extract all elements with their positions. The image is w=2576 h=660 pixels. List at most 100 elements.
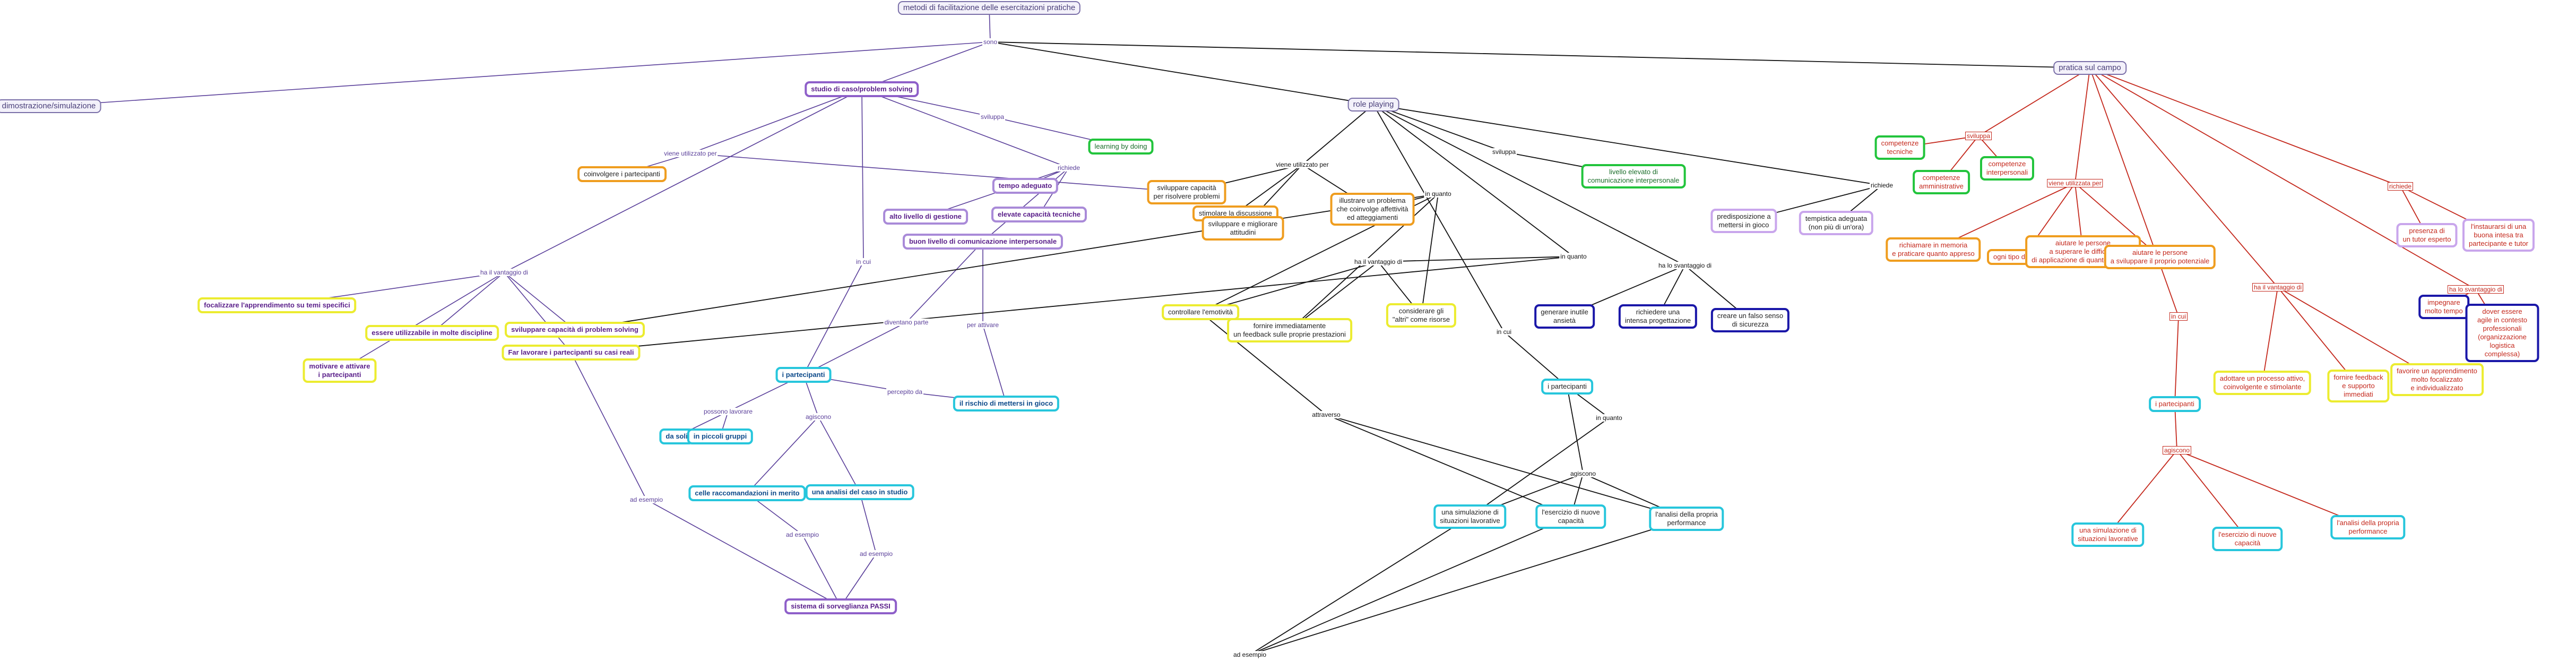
concept-illustrare-un-problema-che-coinvolge-aff[interactable]: illustrare un problema che coinvolge aff… (1330, 193, 1415, 226)
concept-competenze-tecniche[interactable]: competenze tecniche (1874, 135, 1925, 160)
concept-l-instaurarsi-di-una-buona-intesa-tra-pa[interactable]: l'instaurarsi di una buona intesa tra pa… (2462, 219, 2535, 252)
link-label-richiede: richiede (2387, 182, 2414, 191)
concept-tempo-adeguato[interactable]: tempo adeguato (992, 178, 1059, 194)
concept-fornire-immediatamente-un-feedback-sulle[interactable]: fornire immediatamente un feedback sulle… (1227, 318, 1352, 342)
link-incui1-partecipanti1 (803, 261, 864, 375)
concept-metodi-di-facilitazione-delle-esercitazi[interactable]: metodi di facilitazione delle esercitazi… (897, 1, 1081, 15)
concept-generare-inutile-ansieta[interactable]: generare inutile ansietà (1534, 304, 1595, 329)
link-label-diventano-parte: diventano parte (883, 319, 930, 326)
concept-una-analisi-del-caso-in-studio[interactable]: una analisi del caso in studio (805, 484, 914, 500)
link-diventanoparte-buonlivello (906, 241, 983, 323)
concept-sviluppare-capacita-di-problem-solving[interactable]: sviluppare capacità di problem solving (505, 322, 645, 338)
concept-aiutare-le-persone-a-sviluppare-il-propr[interactable]: aiutare le persone a sviluppare il propr… (2104, 245, 2216, 269)
link-attraverso-analisi1 (1326, 414, 1687, 519)
concept-una-simulazione-di-situazioni-lavorative[interactable]: una simulazione di situazioni lavorative (1433, 504, 1507, 529)
link-sono-simulazione (48, 41, 991, 107)
link-adesempio2-passi (802, 534, 841, 607)
concept-competenze-amministrative[interactable]: competenze amministrative (1913, 170, 1970, 194)
link-inquanto2-farlavorare (570, 256, 1574, 353)
concept-sviluppare-capacita-per-risolvere-proble[interactable]: sviluppare capacità per risolvere proble… (1147, 180, 1226, 204)
concept-predisposizione-a-mettersi-in-gioco[interactable]: predisposizione a mettersi in gioco (1710, 209, 1777, 233)
link-agiscono3-simul2 (2107, 450, 2177, 535)
concept-l-analisi-della-propria-performance[interactable]: l'analisi della propria performance (2330, 515, 2406, 539)
link-label-sviluppa: sviluppa (1491, 148, 1517, 156)
concept-creare-un-falso-senso-di-sicurezza[interactable]: creare un falso senso di sicurezza (1710, 308, 1790, 332)
concept-controllare-l-emotivita[interactable]: controllare l'emotività (1162, 304, 1239, 320)
link-studio-incui1 (861, 89, 864, 262)
concept-essere-utilizzabile-in-molte-discipline[interactable]: essere utilizzabile in molte discipline (365, 325, 499, 341)
concept-focalizzare-l-apprendimento-su-temi-spec[interactable]: focalizzare l'apprendimento su temi spec… (197, 297, 357, 313)
concept-fornire-feedback-e-supporto-immediati[interactable]: fornire feedback e supporto immediati (2327, 370, 2390, 402)
link-pratica-hailsvantaggio2 (2089, 67, 2476, 290)
link-role-sviluppa2 (1373, 104, 1505, 152)
concept-elevate-capacita-tecniche[interactable]: elevate capacità tecniche (991, 207, 1087, 222)
concept-role-playing[interactable]: role playing (1347, 98, 1399, 112)
link-studio-vieneut1 (690, 89, 862, 154)
concept-dimostrazione-simulazione[interactable]: dimostrazione/simulazione (0, 99, 101, 113)
concept-l-analisi-della-propria-performance[interactable]: l'analisi della propria performance (1649, 507, 1724, 531)
link-role-hailsvantaggio1 (1373, 104, 1685, 266)
concept-competenze-interpersonali[interactable]: competenze interpersonali (1979, 156, 2035, 181)
concept-l-esercizio-di-nuove-capacita[interactable]: l'esercizio di nuove capacità (2212, 527, 2283, 551)
concept-pratica-sul-campo[interactable]: pratica sul campo (2053, 61, 2127, 75)
link-pratica-hailvantaggio3 (2089, 67, 2278, 288)
link-farlavorare-adesempio1 (570, 352, 647, 500)
link-label-percepito-da: percepito da (886, 388, 924, 396)
link-hailvantaggio2-controllare (1200, 261, 1379, 313)
link-label-in-cui: in cui (854, 258, 872, 265)
concept-dover-essere-agile-in-contesto-professio[interactable]: dover essere agile in contesto professio… (2465, 304, 2539, 362)
concept-sistema-di-sorveglianza-passi[interactable]: sistema di sorveglianza PASSI (784, 598, 897, 614)
concept-coinvolgere-i-partecipanti[interactable]: coinvolgere i partecipanti (577, 166, 667, 182)
link-label-in-quanto: in quanto (1424, 190, 1453, 198)
concept-impegnare-molto-tempo[interactable]: impegnare molto tempo (2418, 295, 2469, 319)
link-inquanto1-considerare (1421, 193, 1439, 316)
link-role-vieneut2 (1302, 104, 1374, 165)
link-label-agiscono: agiscono (2162, 446, 2192, 455)
link-label-possono-lavorare: possono lavorare (702, 408, 754, 415)
concept-far-lavorare-i-partecipanti-su-casi-real[interactable]: Far lavorare i partecipanti su casi real… (502, 345, 641, 361)
link-role-richiede2 (1373, 104, 1882, 186)
concept-favorire-un-apprendimento-molto-focalizz[interactable]: favorire un apprendimento molto focalizz… (2390, 363, 2484, 396)
concept-buon-livello-di-comunicazione-interperso[interactable]: buon livello di comunicazione interperso… (902, 234, 1064, 250)
link-sono-role (990, 41, 1374, 105)
concept-l-esercizio-di-nuove-capacita[interactable]: l'esercizio di nuove capacità (1535, 504, 1606, 529)
link-label-ha-lo-svantaggio-di: ha lo svantaggio di (1657, 262, 1713, 269)
concept-celle-raccomandazioni-in-merito[interactable]: celle raccomandazioni in merito (688, 485, 806, 501)
concept-i-partecipanti[interactable]: i partecipanti (2149, 396, 2201, 412)
concept-presenza-di-un-tutor-esperto[interactable]: presenza di un tutor esperto (2396, 223, 2458, 247)
concept-adottare-un-processo-attivo-coinvolgente[interactable]: adottare un processo attivo, coinvolgent… (2213, 371, 2312, 395)
concept-learning-by-doing[interactable]: learning by doing (1088, 139, 1154, 155)
link-label-attraverso: attraverso (1311, 411, 1342, 418)
link-inquanto1-svproblem (574, 193, 1439, 330)
concept-i-partecipanti[interactable]: i partecipanti (775, 367, 832, 383)
concept-una-simulazione-di-situazioni-lavorative[interactable]: una simulazione di situazioni lavorative (2071, 522, 2145, 547)
concept-motivare-e-attivare-i-partecipanti[interactable]: motivare e attivare i partecipanti (302, 358, 377, 383)
link-analisi1-adesempio4 (1249, 518, 1687, 655)
link-vieneut3-aiutare2 (2074, 183, 2160, 258)
link-inquanto3-simul1 (1469, 417, 1610, 517)
link-label-agiscono: agiscono (804, 413, 833, 421)
link-label-ha-il-vantaggio-di: ha il vantaggio di (1353, 258, 1404, 265)
link-hailvantaggio3-adottare (2262, 287, 2278, 383)
concept-livello-elevato-di-comunicazione-interpe[interactable]: livello elevato di comunicazione interpe… (1581, 164, 1686, 188)
link-pratica-incui3 (2089, 67, 2179, 317)
link-pratica-richiede3 (2089, 67, 2401, 187)
link-studio-richiede1 (861, 89, 1069, 168)
concept-considerare-gli-altri-come-risorse[interactable]: considerare gli "altri" come risorse (1386, 303, 1457, 328)
link-esercizio1-adesempio4 (1249, 516, 1571, 655)
concept-richiamare-in-memoria-e-praticare-quanto[interactable]: richiamare in memoria e praticare quanto… (1886, 237, 1981, 262)
concept-in-piccoli-gruppi[interactable]: in piccoli gruppi (687, 428, 754, 444)
link-studio-hailvantaggio1 (504, 89, 862, 273)
concept-tempistica-adeguata-non-piu-di-un-ora[interactable]: tempistica adeguata (non più di un'ora) (1799, 211, 1874, 235)
link-hailvantaggio1-farlavorare (504, 272, 572, 353)
link-sono-pratica (990, 41, 2090, 68)
link-label-in-quanto: in quanto (1595, 414, 1623, 422)
concept-il-rischio-di-mettersi-in-gioco[interactable]: il rischio di mettersi in gioco (953, 396, 1060, 412)
concept-alto-livello-di-gestione[interactable]: alto livello di gestione (883, 209, 968, 225)
concept-richiedere-una-intensa-progettazione[interactable]: richiedere una intensa progettazione (1618, 304, 1698, 329)
concept-sviluppare-e-migliorare-attitudini[interactable]: sviluppare e migliorare attitudini (1201, 216, 1284, 241)
concept-studio-di-caso-problem-solving[interactable]: studio di caso/problem solving (805, 81, 919, 97)
link-label-ad-esempio: ad esempio (858, 550, 894, 558)
concept-i-partecipanti[interactable]: i partecipanti (1541, 379, 1593, 395)
link-analisicaso-adesempio3 (859, 492, 877, 554)
